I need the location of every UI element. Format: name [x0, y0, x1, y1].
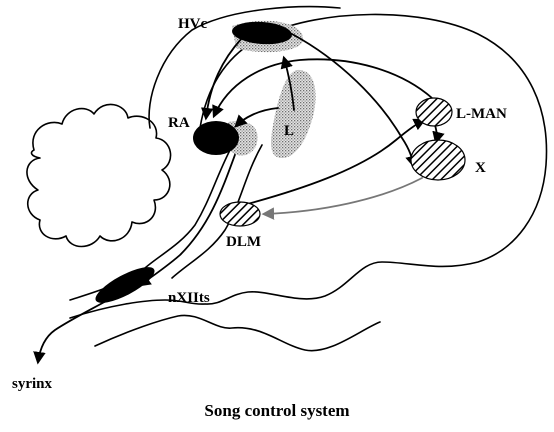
label-lman: L-MAN [456, 106, 507, 122]
x-nucleus [411, 140, 465, 180]
label-ra: RA [168, 115, 190, 131]
brainstem-outline [95, 315, 380, 350]
hvc-to-ra-path [206, 38, 242, 118]
field-l-region [271, 70, 316, 158]
label-nxiits: nXIIts [168, 290, 210, 306]
brain-outline [200, 14, 546, 304]
label-dlm: DLM [226, 234, 261, 250]
nxiits-nucleus [91, 261, 159, 310]
dlm-nucleus [220, 202, 260, 226]
diagram-caption: Song control system [204, 401, 349, 420]
dlm-to-lman-path [240, 120, 424, 206]
label-l: L [284, 123, 294, 139]
lman-nucleus [416, 98, 452, 126]
label-x: X [475, 160, 486, 176]
label-hvc: HVc [178, 16, 208, 32]
x-to-dlm-path [264, 178, 422, 214]
ra-nucleus [193, 121, 239, 155]
lman-to-ra-path [214, 59, 432, 116]
label-syrinx: syrinx [12, 376, 53, 392]
